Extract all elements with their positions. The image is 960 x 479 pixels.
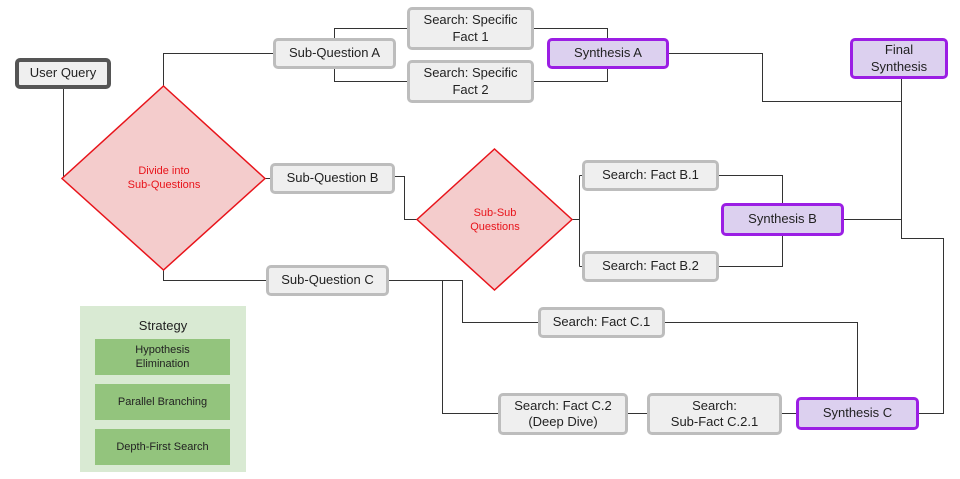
sub-question-b-node[interactable]: Sub-Question B <box>270 163 395 194</box>
connector-sub-c-to-fact-c2 <box>442 280 498 414</box>
synthesis-c-node[interactable]: Synthesis C <box>796 397 919 430</box>
search-fact-c2-node[interactable]: Search: Fact C.2 (Deep Dive) <box>498 393 628 435</box>
connector-sub-a-to-fact-2 <box>334 69 407 82</box>
user-query-node[interactable]: User Query <box>15 58 111 89</box>
search-fact-b1-node[interactable]: Search: Fact B.1 <box>582 160 719 191</box>
connector-sub-b-to-subsub <box>395 176 417 220</box>
sub-question-a-node[interactable]: Sub-Question A <box>273 38 396 69</box>
search-sub-fact-c21-node[interactable]: Search: Sub-Fact C.2.1 <box>647 393 782 435</box>
divide-diamond-label: Divide into Sub-Questions <box>127 164 201 191</box>
connector-sub-c-to-fact-c1 <box>389 280 538 323</box>
connector-fact-1-to-synthesis-a <box>534 28 608 38</box>
strategy-panel: Strategy Hypothesis Elimination Parallel… <box>80 306 246 472</box>
connector-divide-to-sub-c <box>163 270 266 281</box>
sub-question-c-node[interactable]: Sub-Question C <box>266 265 389 296</box>
divide-diamond <box>60 84 267 272</box>
strategy-item-parallel-branching: Parallel Branching <box>95 384 230 420</box>
connector-fact-2-to-synthesis-a <box>534 69 608 82</box>
connector-fact-b1-to-synthesis-b <box>719 175 783 203</box>
connector-fact-c1-to-synthesis-c <box>665 322 858 397</box>
search-fact-b2-node[interactable]: Search: Fact B.2 <box>582 251 719 282</box>
strategy-title: Strategy <box>138 318 188 333</box>
final-synthesis-node[interactable]: Final Synthesis <box>850 38 948 79</box>
strategy-item-depth-first-search: Depth-First Search <box>95 429 230 465</box>
search-fact-c1-node[interactable]: Search: Fact C.1 <box>538 307 665 338</box>
connector-synthesis-c-to-final <box>901 219 944 414</box>
search-specific-fact-2-node[interactable]: Search: Specific Fact 2 <box>407 60 534 103</box>
connector-sub-a-to-fact-1 <box>334 28 407 38</box>
strategy-item-hypothesis-elimination: Hypothesis Elimination <box>95 339 230 375</box>
sub-sub-questions-diamond <box>415 147 574 292</box>
connector-synthesis-b-to-final <box>844 101 902 220</box>
connector-divide-to-sub-a <box>163 53 273 86</box>
sub-sub-questions-label: Sub-Sub Questions <box>470 206 520 233</box>
search-specific-fact-1-node[interactable]: Search: Specific Fact 1 <box>407 7 534 50</box>
synthesis-a-node[interactable]: Synthesis A <box>547 38 669 69</box>
connector-fact-b2-to-synthesis-b <box>719 236 783 267</box>
synthesis-b-node[interactable]: Synthesis B <box>721 203 844 236</box>
connector-synthesis-a-to-final <box>669 53 902 102</box>
